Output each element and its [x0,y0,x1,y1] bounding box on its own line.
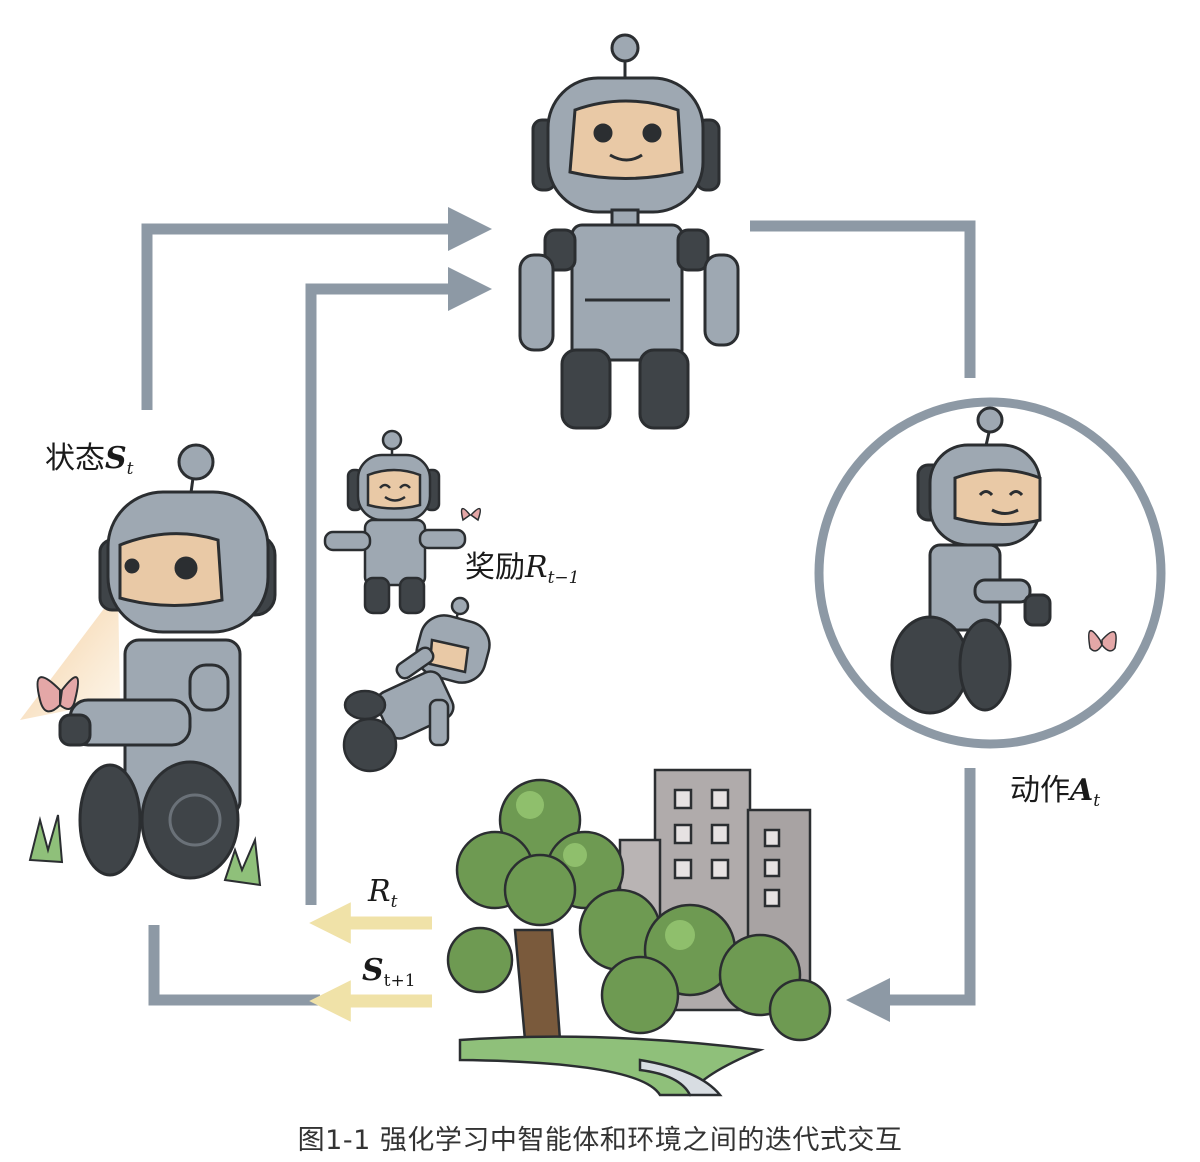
svg-text:状态St: 状态St [45,441,134,479]
acting-robot-icon [892,408,1050,713]
reward-prev-label-symbol: R [524,550,548,585]
reward-next-label-sub: t [391,892,398,912]
state-next-label-sub: t+1 [384,971,416,991]
state-label: 状态St [45,441,134,479]
action-label-symbol: A [1067,773,1093,808]
observing-robot-icon [20,445,275,878]
happy-robot-icon [325,431,465,613]
state-label-symbol: S [105,441,127,476]
action-label-prefix: 动作 [1010,773,1070,808]
reward-prev-label: 奖励Rt−1 [465,550,580,588]
fallen-robot-icon [344,598,495,771]
diagram-canvas: 状态St 奖励Rt−1 动作At Rt St+1 [0,0,1200,1110]
state-next-label-symbol: S [362,953,384,988]
action-label-sub: t [1093,791,1100,811]
state-label-sub: t [127,459,134,479]
action-arrow-bottom [868,768,970,1000]
state-label-prefix: 状态 [45,441,105,476]
reward-prev-label-prefix: 奖励 [465,550,525,585]
svg-text:Rt: Rt [367,874,398,912]
figure-caption: 图1-1 强化学习中智能体和环境之间的迭代式交互 [0,1118,1200,1157]
svg-text:St+1: St+1 [362,953,416,991]
reward-next-label: Rt [367,874,398,912]
action-label: 动作At [1010,773,1100,811]
svg-text:动作At: 动作At [1010,773,1100,811]
reward-arrow [311,289,470,905]
agent-robot-icon [520,35,738,428]
observation-return-line [154,925,320,1000]
reward-prev-label-sub: t−1 [548,568,580,588]
svg-text:奖励Rt−1: 奖励Rt−1 [465,550,580,588]
state-next-label: St+1 [362,953,416,991]
reward-next-label-symbol: R [367,874,391,909]
action-arrow-top [750,226,970,378]
